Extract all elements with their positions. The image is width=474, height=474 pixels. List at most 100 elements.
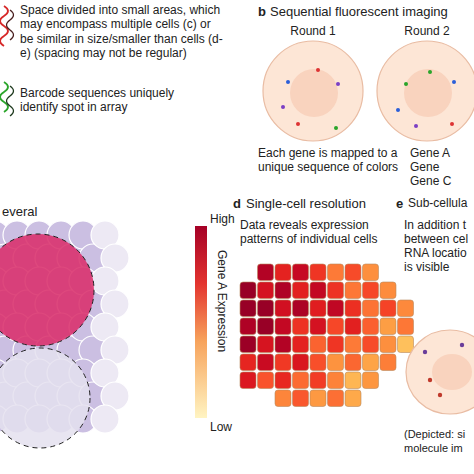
single-cell: [380, 282, 396, 299]
annotation: is visible: [404, 260, 449, 274]
scale-label: High: [210, 212, 235, 226]
single-cell: [328, 300, 344, 317]
single-cell: [240, 336, 256, 353]
single-cell: [275, 264, 291, 281]
single-cell: [380, 354, 396, 371]
cell-round: Round 2: [372, 24, 474, 144]
panel-letter: d: [233, 196, 241, 212]
round-label: Round 1: [258, 24, 368, 38]
single-cell: [398, 318, 414, 335]
single-cell: [328, 354, 344, 371]
round-label: Round 2: [372, 24, 474, 38]
single-cell: [363, 300, 379, 317]
single-cell: [293, 300, 309, 317]
annotation: Each gene is mapped to a unique sequence…: [258, 146, 408, 175]
annotation: (Depicted: si: [404, 428, 465, 441]
single-cell: [258, 354, 274, 371]
color-bar: [195, 226, 207, 418]
single-cell: [363, 372, 379, 389]
single-cell: [275, 372, 291, 389]
panel-title: Sub-cellula: [408, 196, 467, 210]
panel-title: Sequential fluorescent imaging: [270, 4, 448, 20]
single-cell: [328, 318, 344, 335]
single-cell: [293, 390, 309, 407]
single-cell: [293, 372, 309, 389]
single-cell: [363, 318, 379, 335]
single-cell: [345, 300, 361, 317]
fluorescent-spot: [281, 105, 285, 109]
single-cell: [398, 300, 414, 317]
single-cell: [345, 336, 361, 353]
tissue-cell: [91, 405, 119, 433]
fluorescent-spot: [428, 70, 432, 74]
spot-high: [0, 234, 94, 346]
single-cell: [398, 336, 414, 353]
cell-shape: [372, 24, 474, 144]
single-cell: [258, 318, 274, 335]
cell-round: Round 1: [258, 24, 368, 144]
single-cell: [345, 390, 361, 407]
single-cell: [310, 300, 326, 317]
single-cell: [293, 264, 309, 281]
single-cell: [345, 282, 361, 299]
barcode-squiggle: [0, 82, 8, 112]
panel-title: Single-cell resolution: [246, 196, 366, 212]
single-cell: [328, 264, 344, 281]
fluorescent-spot: [334, 126, 338, 130]
single-cell: [275, 318, 291, 335]
fluorescent-spot: [336, 82, 340, 86]
single-cell: [345, 354, 361, 371]
single-cell: [240, 318, 256, 335]
fluorescent-spot: [414, 124, 418, 128]
panel-title: everal: [2, 204, 37, 220]
single-cell: [328, 282, 344, 299]
single-cell: [258, 282, 274, 299]
single-cell: [328, 336, 344, 353]
cell-shape: [258, 24, 368, 144]
fluorescent-spot: [452, 80, 456, 84]
gene-key: Gene: [410, 160, 439, 174]
single-cell: [363, 282, 379, 299]
single-cell: [293, 318, 309, 335]
rna-dot: [423, 350, 427, 354]
single-cell: [310, 282, 326, 299]
barcode-squiggle: [7, 86, 14, 116]
rna-dot: [438, 393, 442, 397]
spot-outline: [0, 348, 90, 448]
single-cell: [275, 354, 291, 371]
annotation: In addition t: [404, 218, 466, 232]
gene-key: Gene C: [410, 174, 451, 188]
single-cell: [380, 318, 396, 335]
cell-nucleus: [290, 69, 338, 117]
cell-outline: [263, 41, 363, 141]
single-cell: [363, 264, 379, 281]
scale-label: Low: [210, 420, 232, 434]
fluorescent-spot: [296, 122, 300, 126]
single-cell: [310, 390, 326, 407]
gene-key: Gene A: [410, 146, 450, 160]
fluorescent-spot: [396, 108, 400, 112]
fluorescent-spot: [286, 80, 290, 84]
rna-dot: [460, 343, 464, 347]
fluorescent-spot: [404, 82, 408, 86]
annotation: Space divided into small areas, which ma…: [20, 3, 225, 61]
annotation: RNA locatio: [404, 246, 467, 260]
single-cell: [258, 372, 274, 389]
rna-dot: [428, 378, 432, 382]
axis-title: Gene A Expression: [215, 250, 229, 352]
single-cell: [345, 264, 361, 281]
single-cell: [363, 354, 379, 371]
annotation: Barcode sequences uniquely identify spot…: [20, 86, 210, 115]
single-cell: [310, 264, 326, 281]
annotation: between cel: [404, 232, 468, 246]
single-cell: [310, 372, 326, 389]
single-cell: [258, 300, 274, 317]
single-cell: [293, 282, 309, 299]
fluorescent-spot: [316, 68, 320, 72]
single-cell: [310, 354, 326, 371]
fluorescent-spot: [450, 122, 454, 126]
cell-outline: [377, 41, 474, 141]
single-cell: [310, 318, 326, 335]
single-cell: [380, 336, 396, 353]
annotation: molecule im: [404, 442, 463, 455]
